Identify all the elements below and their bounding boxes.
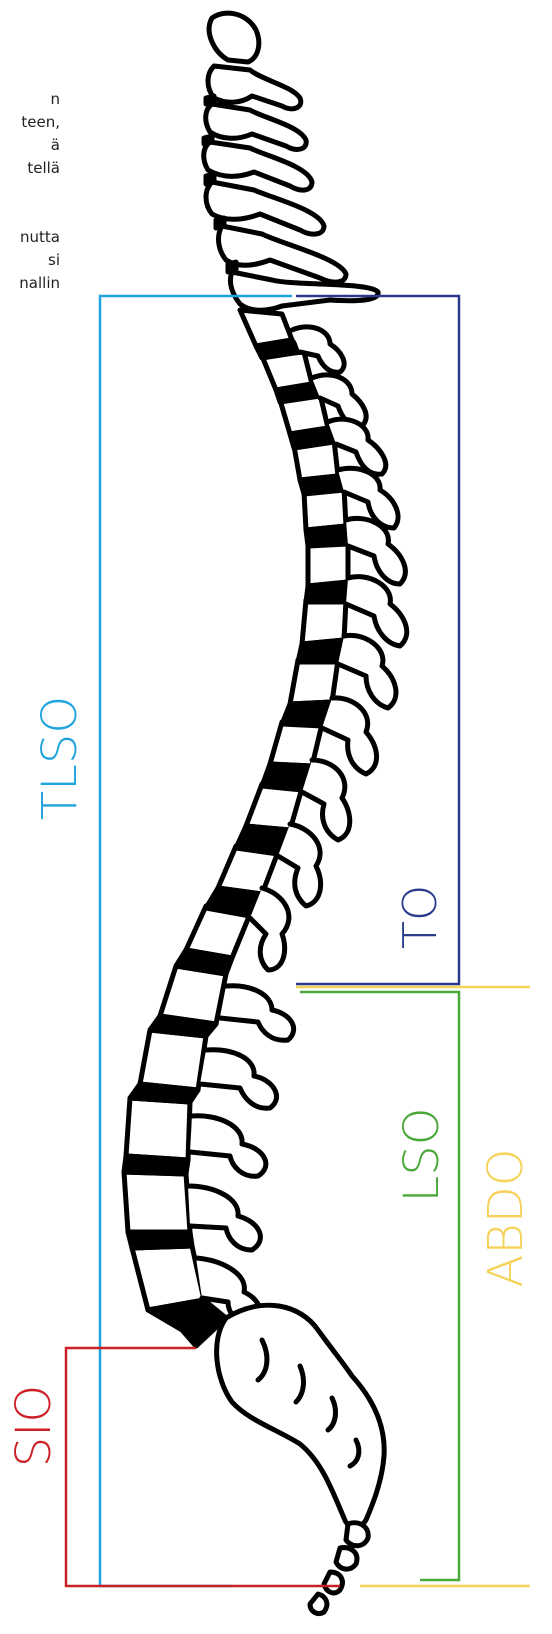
- intervertebral-disc: [228, 262, 236, 272]
- abdo-label: ABDO: [478, 1148, 534, 1287]
- intervertebral-disc: [124, 1156, 188, 1174]
- spinous-process: [200, 1050, 277, 1108]
- to-label: TO: [393, 885, 447, 949]
- intervertebral-disc: [306, 582, 348, 602]
- sacrum: [217, 1305, 385, 1527]
- spinous-process: [220, 986, 294, 1041]
- coccyx: [324, 1572, 342, 1593]
- intervertebral-disc: [206, 174, 214, 184]
- intervertebral-disc: [206, 96, 214, 104]
- spinous-process: [302, 760, 350, 840]
- intervertebral-disc: [306, 526, 348, 546]
- intervertebral-disc: [216, 218, 224, 228]
- thoracic-vertebrae: [186, 310, 348, 958]
- spine-illustration: [124, 13, 407, 1613]
- intervertebral-disc: [298, 640, 344, 662]
- coccyx: [336, 1548, 357, 1569]
- intervertebral-disc: [300, 476, 344, 494]
- coccyx: [346, 1523, 368, 1546]
- spinous-process: [188, 1186, 260, 1250]
- lumbar-vertebra: [124, 1172, 190, 1232]
- cervical-vertebra: [209, 13, 259, 62]
- intervertebral-disc: [130, 1084, 198, 1102]
- intervertebral-disc: [276, 384, 320, 402]
- thoracic-vertebra: [302, 600, 346, 644]
- cervical-vertebra: [230, 272, 378, 310]
- tlso-label: TLSO: [32, 696, 88, 820]
- thoracic-vertebra: [308, 542, 348, 586]
- intervertebral-disc: [290, 428, 334, 448]
- coccyx: [310, 1594, 327, 1614]
- lso-bracket: [300, 992, 459, 1580]
- intervertebral-disc: [148, 1300, 226, 1346]
- intervertebral-disc: [204, 136, 212, 144]
- intervertebral-disc: [128, 1232, 192, 1248]
- lso-label: LSO: [394, 1108, 450, 1203]
- cervical-vertebra: [208, 66, 301, 109]
- lumbar-vertebra: [126, 1098, 190, 1160]
- intervertebral-disc: [256, 340, 300, 358]
- lumbar-vertebra: [140, 1030, 206, 1090]
- sio-label: SIO: [6, 1385, 62, 1467]
- spinous-process: [190, 1116, 266, 1176]
